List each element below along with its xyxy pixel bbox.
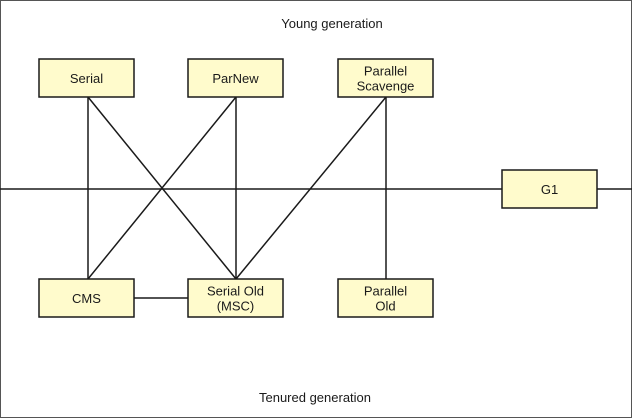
collector-cms: CMS — [38, 278, 135, 318]
connections-layer — [87, 96, 387, 299]
collector-parnew-box — [187, 58, 284, 98]
collector-serial-old: Serial Old(MSC) — [187, 278, 284, 318]
young-generation-label: Young generation — [281, 16, 382, 31]
collector-parallel-scavenge-label: Scavenge — [357, 79, 415, 94]
collector-serial-old-box — [187, 278, 284, 318]
collector-parallel-old-label: Parallel — [364, 284, 407, 299]
connection-parnew-to-cms — [87, 96, 237, 280]
collector-g1: G1 — [501, 169, 598, 209]
collector-serial-box — [38, 58, 135, 98]
tenured-generation-label: Tenured generation — [259, 390, 371, 405]
collector-g1-label: G1 — [541, 182, 558, 197]
collector-serial-label: Serial — [70, 71, 103, 86]
collector-parnew-label: ParNew — [212, 71, 259, 86]
collector-serial-old-label: (MSC) — [217, 299, 255, 314]
collector-serial: Serial — [38, 58, 135, 98]
collector-cms-box — [38, 278, 135, 318]
collector-parallel-old-label: Old — [375, 299, 395, 314]
collector-serial-old-label: Serial Old — [207, 284, 264, 299]
collector-g1-box — [501, 169, 598, 209]
collector-parallel-scavenge-box — [337, 58, 434, 98]
collector-cms-label: CMS — [72, 291, 101, 306]
connection-parallel-scavenge-to-serial-old — [235, 96, 387, 280]
collector-parnew: ParNew — [187, 58, 284, 98]
collector-parallel-scavenge-label: Parallel — [364, 64, 407, 79]
collector-parallel-old-box — [337, 278, 434, 318]
